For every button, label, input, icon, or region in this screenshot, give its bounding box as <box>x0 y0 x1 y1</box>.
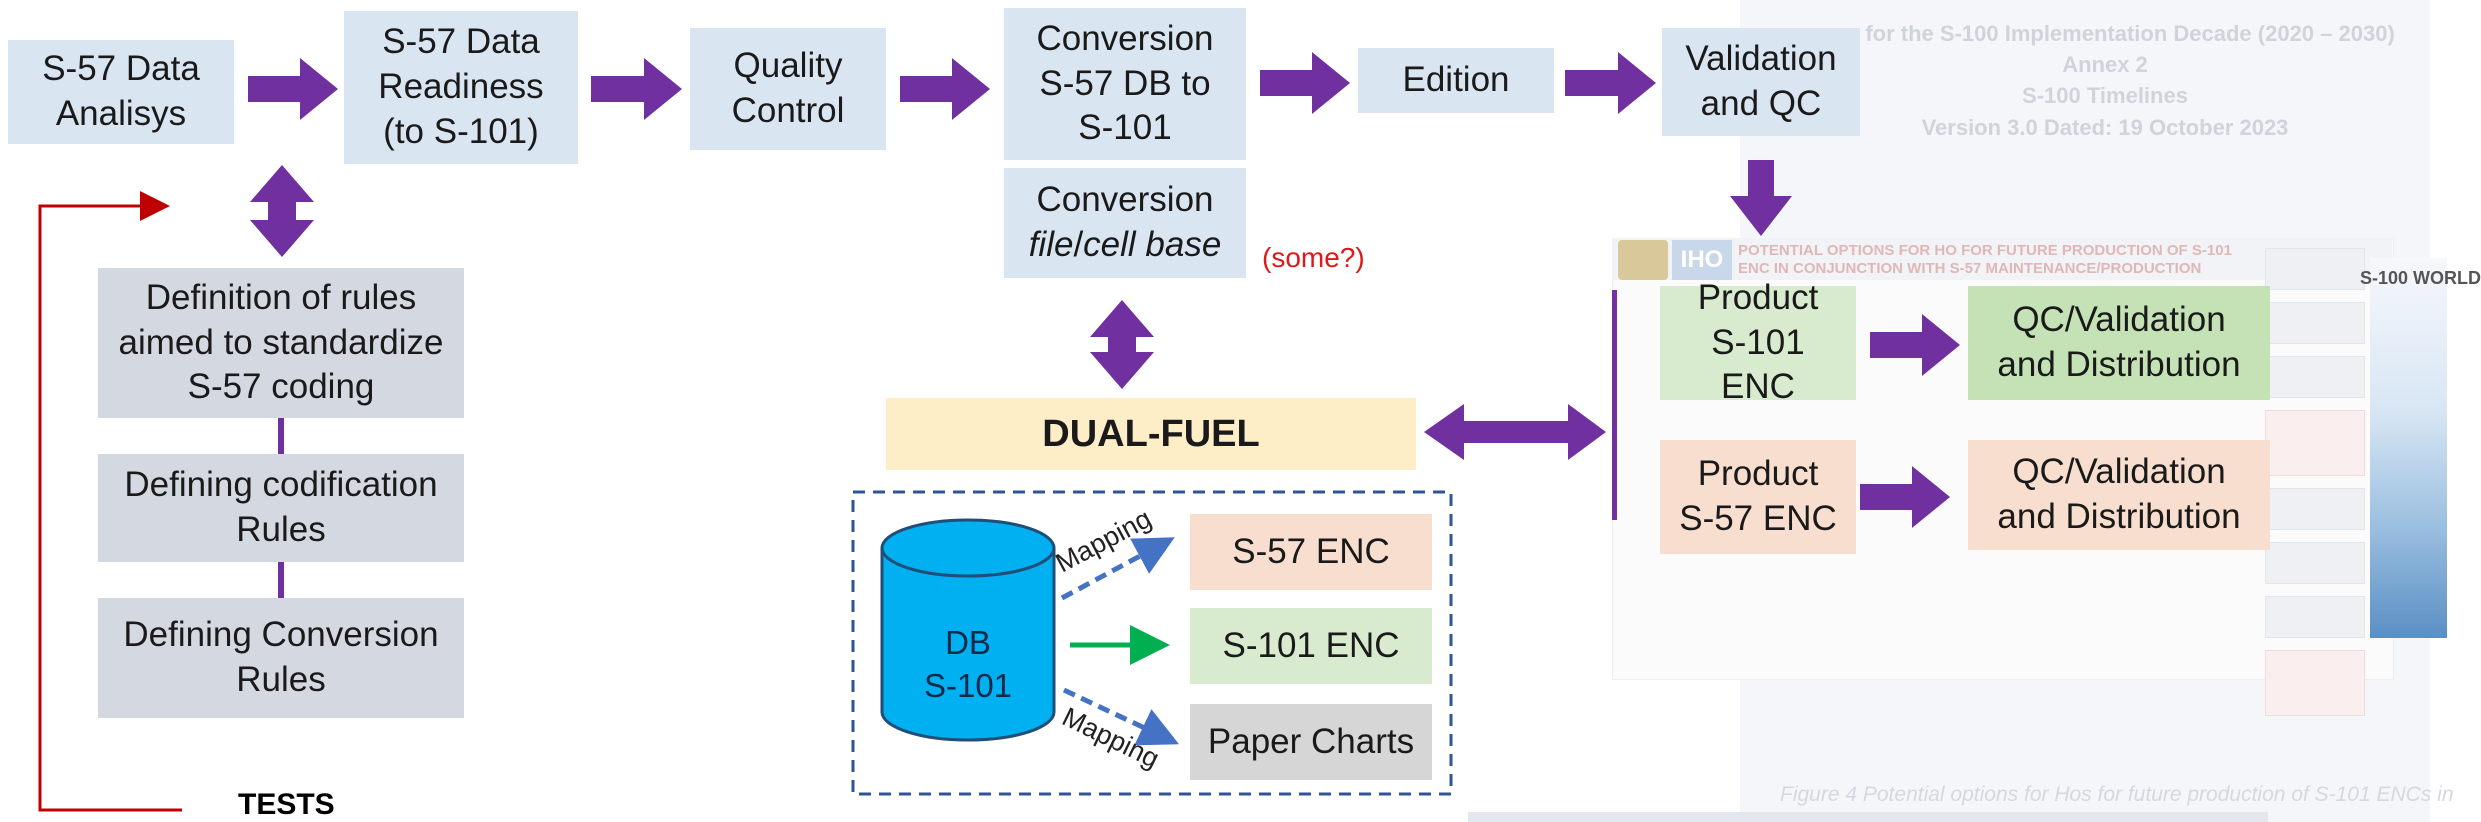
arrow-right <box>900 58 990 120</box>
doc-title-line: Version 3.0 Dated: 19 October 2023 <box>1921 114 2289 140</box>
codification-rules-box: Defining codification Rules <box>98 454 464 562</box>
edition-box: Edition <box>1358 48 1554 113</box>
tests-feedback-line <box>38 191 182 812</box>
validation-qc-box: Validation and QC <box>1662 28 1860 136</box>
s57-data-readiness-box: S-57 Data Readiness (to S-101) <box>344 11 578 164</box>
background-doc-title: ...ap for the S-100 Implementation Decad… <box>1775 18 2435 143</box>
italic-word: cell base <box>1083 225 1222 264</box>
db-line: S-101 <box>923 666 1013 704</box>
box-line: (to S-101) <box>383 111 539 151</box>
poster-heading: POTENTIAL OPTIONS FOR HO FOR FUTURE PROD… <box>1738 242 2232 277</box>
box-line: Quality <box>733 46 843 86</box>
box-line: file/cell base <box>1029 223 1222 268</box>
box-line: QC/Validation <box>2012 452 2226 492</box>
doc-title-line: S-100 Timelines <box>2022 83 2188 109</box>
iho-logo <box>1618 240 1668 280</box>
box-line: Defining codification <box>124 465 438 505</box>
box-line: Validation <box>1685 39 1837 79</box>
db-line: DB <box>945 624 991 661</box>
s57-enc-output-box: S-57 ENC <box>1190 514 1432 590</box>
definition-rules-box: Definition of rules aimed to standardize… <box>98 268 464 418</box>
s100-world-badge: S-100 WORLD <box>2360 268 2481 288</box>
box-line: aimed to standardize <box>118 322 444 362</box>
poster-option-cards <box>2265 248 2365 716</box>
dual-fuel-banner: DUAL-FUEL <box>886 398 1416 470</box>
box-line: Analisys <box>55 94 187 133</box>
box-line: QC/Validation <box>2012 300 2226 340</box>
arrow-right <box>1565 52 1656 114</box>
iho-badge: IHO <box>1672 240 1732 280</box>
box-line: Defining Conversion <box>123 615 439 655</box>
product-s57-box: Product S-57 ENC <box>1660 440 1856 554</box>
box-line: Control <box>731 91 845 130</box>
italic-word: file <box>1028 225 1074 264</box>
box-line: S-57 ENC <box>1679 499 1837 538</box>
conversion-rules-box: Defining Conversion Rules <box>98 598 464 718</box>
mapping-arrow-down <box>1062 687 1180 746</box>
product-s101-box: Product S-101 ENC <box>1660 278 1856 406</box>
box-line: S-101 <box>1078 108 1172 148</box>
poster-left-bracket <box>1612 290 1617 520</box>
box-line: Rules <box>236 660 326 699</box>
paper-charts-output-box: Paper Charts <box>1190 704 1432 780</box>
box-line: and QC <box>1700 84 1822 123</box>
output-label: S-101 ENC <box>1222 625 1400 665</box>
box-line: S-57 Data <box>42 49 200 89</box>
arrow-right <box>1260 52 1350 114</box>
box-line: S-57 Data <box>382 22 540 62</box>
box-line: Readiness <box>378 67 544 107</box>
dual-fuel-dashed-container <box>851 490 1453 796</box>
doc-title-line: ...ap for the S-100 Implementation Decad… <box>1815 21 2395 46</box>
box-line: Definition of rules <box>145 277 417 317</box>
qc-distribution-s57-box: QC/Validation and Distribution <box>1968 440 2270 550</box>
background-doc-caption: Figure 4 Potential options for Hos for f… <box>1780 783 2454 806</box>
s100-world-image <box>2370 258 2447 638</box>
output-label: S-57 ENC <box>1232 531 1390 571</box>
box-line: Product <box>1697 454 1819 494</box>
conversion-db-box: Conversion S-57 DB to S-101 <box>1004 8 1246 160</box>
some-note: (some?) <box>1262 242 1365 273</box>
box-line: Edition <box>1402 60 1510 100</box>
box-line: S-101 ENC <box>1711 322 1805 407</box>
db-label: DB S-101 <box>904 622 1032 708</box>
mapping-arrow-up <box>1060 537 1175 601</box>
box-line: and Distribution <box>1997 345 2241 384</box>
quality-control-box: Quality Control <box>690 28 886 150</box>
dual-fuel-label: DUAL-FUEL <box>1042 412 1260 455</box>
arrow-right <box>591 58 682 120</box>
box-line: Conversion <box>1036 180 1214 220</box>
arrow-up-down <box>1090 300 1154 389</box>
box-line: Rules <box>236 510 326 549</box>
doc-title-line: Annex 2 <box>2062 52 2148 78</box>
slash: / <box>1073 225 1084 264</box>
database-cylinder-icon <box>880 518 1056 742</box>
arrow-left-right <box>1424 404 1606 460</box>
tests-label: TESTS <box>238 788 335 821</box>
box-line: Conversion <box>1036 18 1214 58</box>
s57-data-analysis-box: S-57 Data Analisys <box>8 40 234 144</box>
box-line: S-57 DB to <box>1039 63 1211 103</box>
arrow-right <box>1870 314 1960 376</box>
rule-connector <box>278 562 284 598</box>
poster-header <box>1612 238 2392 280</box>
arrow-right <box>248 58 338 120</box>
box-line: Product <box>1697 277 1819 317</box>
box-line: and Distribution <box>1997 497 2241 536</box>
conversion-file-cell-box: Conversion file/cell base <box>1004 168 1246 278</box>
s101-enc-output-box: S-101 ENC <box>1190 608 1432 684</box>
arrow-up-down <box>250 165 314 257</box>
output-label: Paper Charts <box>1207 721 1415 761</box>
box-line: S-57 coding <box>187 367 375 407</box>
arrow-right <box>1860 466 1950 528</box>
qc-distribution-s101-box: QC/Validation and Distribution <box>1968 286 2270 400</box>
background-doc-footer-bar <box>1468 812 2268 822</box>
arrow-down <box>1730 160 1792 236</box>
